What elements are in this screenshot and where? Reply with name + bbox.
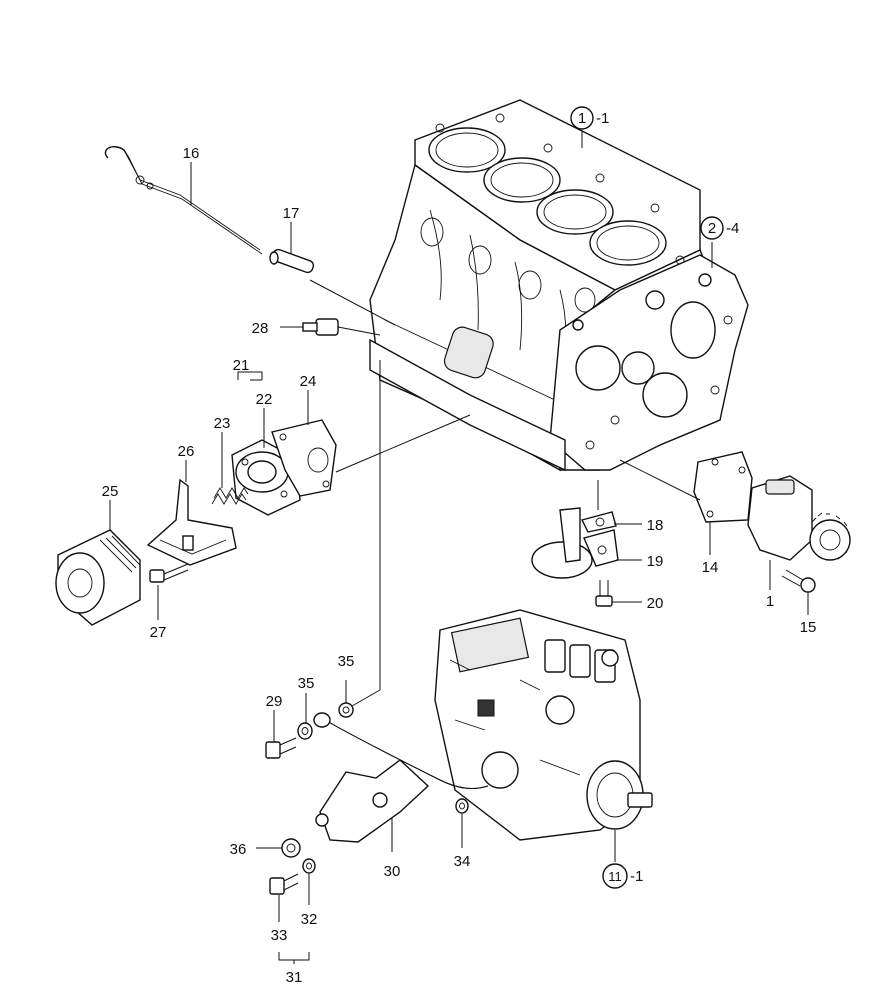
circled-label-11: 11 -1	[602, 863, 643, 889]
filter-stay	[146, 478, 237, 566]
bolt-27	[149, 563, 189, 583]
bolt-20	[595, 580, 613, 607]
circled-label-1-num: 1	[578, 110, 586, 127]
bolt-33	[269, 873, 299, 895]
label-35-left: 35	[298, 675, 315, 692]
label-23: 23	[214, 415, 231, 432]
circled-label-1-suffix: -1	[596, 110, 609, 127]
label-21: 21	[233, 357, 250, 374]
label-36: 36	[230, 841, 247, 858]
label-28: 28	[252, 320, 269, 337]
oil-pump	[747, 475, 851, 561]
relief-spring	[211, 487, 249, 505]
label-15: 15	[800, 619, 817, 636]
label-1: 1	[766, 593, 774, 610]
circled-label-11-num: 11	[608, 869, 622, 884]
bolt-15	[781, 569, 816, 593]
washer-35b	[338, 702, 354, 718]
leader-lines	[109, 130, 809, 964]
label-31: 31	[286, 969, 303, 986]
circled-label-2-suffix: -4	[726, 220, 739, 237]
label-25: 25	[102, 483, 119, 500]
label-33: 33	[271, 927, 288, 944]
label-35-right: 35	[338, 653, 355, 670]
circled-label-2: 2 -4	[700, 216, 739, 240]
circled-label-1: 1 -1	[570, 106, 609, 130]
label-26: 26	[178, 443, 195, 460]
circled-label-11-suffix: -1	[630, 868, 643, 885]
oil-pipe	[313, 712, 489, 843]
bracket-21	[237, 371, 263, 381]
label-30: 30	[384, 863, 401, 880]
label-34: 34	[454, 853, 471, 870]
washer-32	[302, 858, 316, 874]
cylinder-block	[369, 99, 749, 472]
label-29: 29	[266, 693, 283, 710]
label-16: 16	[183, 145, 200, 162]
label-18: 18	[647, 517, 664, 534]
washer-35a	[297, 722, 313, 740]
part-labels: 16 17 28 21 23 22 24 26 25 27 18 19 20 1…	[102, 145, 817, 986]
washer-34	[455, 798, 469, 814]
oil-strainer	[531, 507, 619, 579]
label-17: 17	[283, 205, 300, 222]
label-19: 19	[647, 553, 664, 570]
filter-gasket	[271, 414, 471, 497]
label-24: 24	[300, 373, 317, 390]
bolt-29	[265, 737, 297, 759]
label-14: 14	[702, 559, 719, 576]
dipstick-guide	[269, 248, 396, 326]
dipstick	[104, 146, 263, 255]
label-22: 22	[256, 391, 273, 408]
injection-pump	[434, 609, 653, 841]
label-32: 32	[301, 911, 318, 928]
circled-label-2-num: 2	[708, 220, 716, 237]
label-20: 20	[647, 595, 664, 612]
oil-filter	[55, 529, 141, 626]
pump-gasket	[693, 451, 753, 523]
label-27: 27	[150, 624, 167, 641]
oil-pressure-switch	[280, 318, 381, 336]
nut-36	[281, 838, 301, 858]
